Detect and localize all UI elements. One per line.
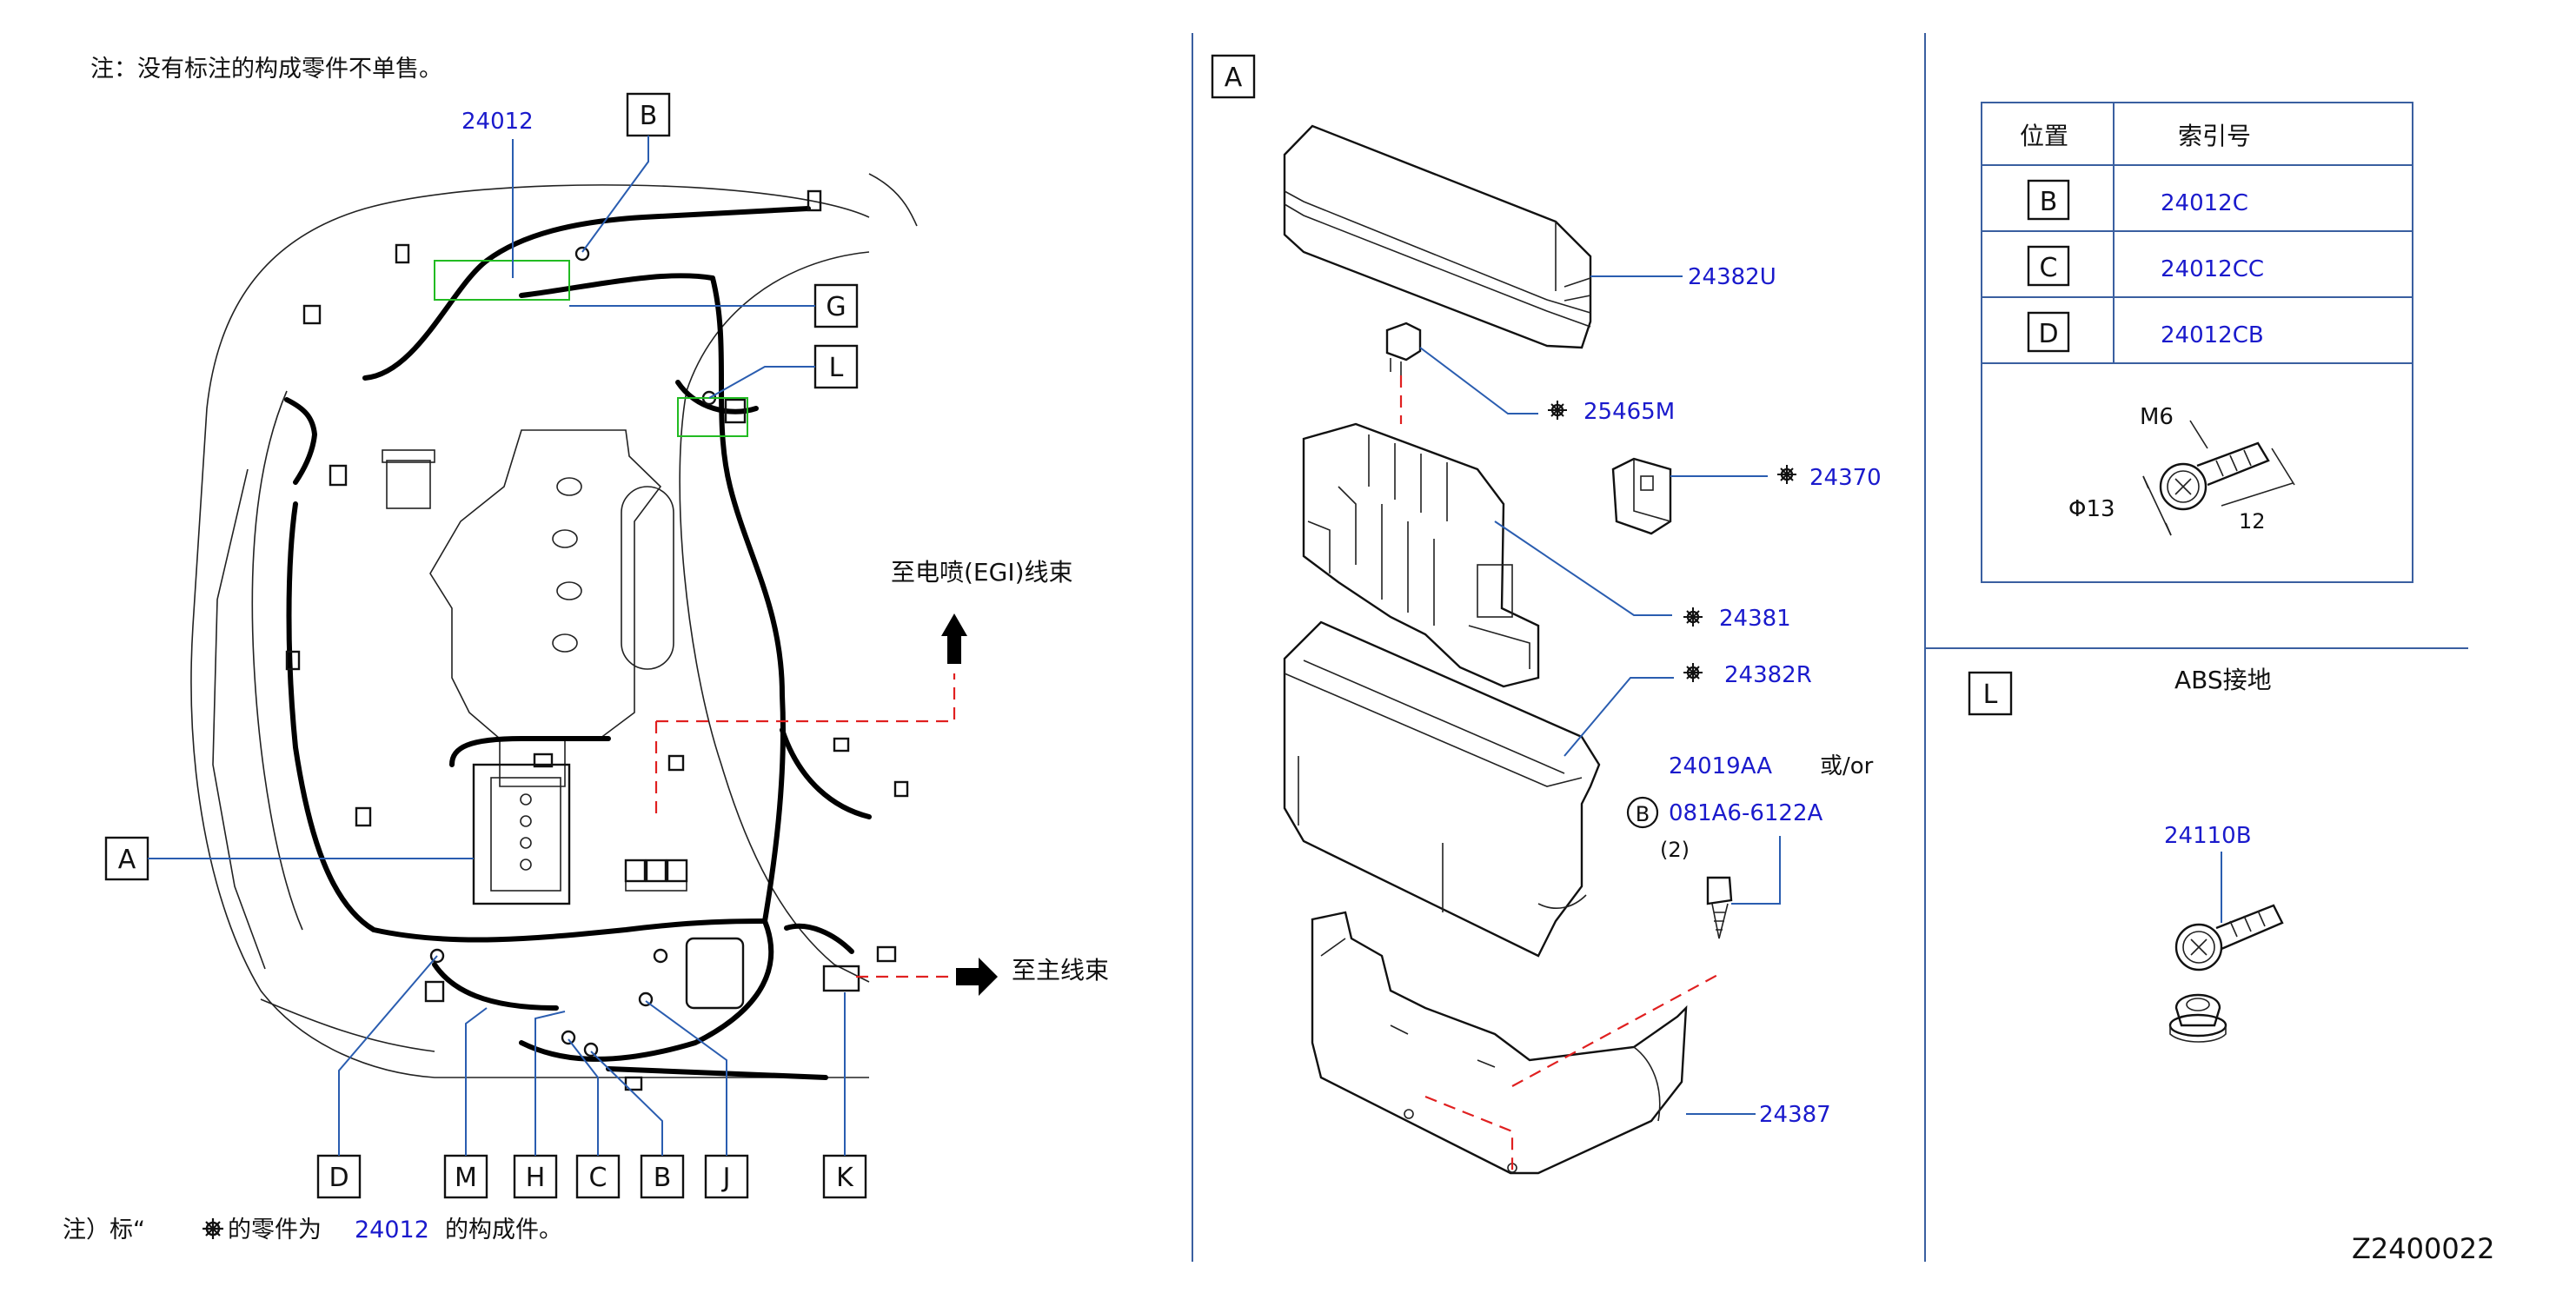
svg-text:C: C <box>589 1163 607 1193</box>
fleuron-icon <box>1683 607 1703 627</box>
svg-text:D: D <box>329 1163 349 1193</box>
svg-text:24382R: 24382R <box>1724 662 1812 688</box>
svg-text:D: D <box>2038 319 2058 349</box>
up-arrow-icon <box>941 613 967 664</box>
label-or: 或/or <box>1820 753 1874 779</box>
bolt-dimension-sketch <box>2142 420 2295 536</box>
label-case[interactable]: 24382R <box>1564 662 1812 757</box>
fleuron-icon <box>1548 401 1567 420</box>
to-main-harness-label: 至主线束 <box>1012 956 1109 985</box>
bolt-length-label: 12 <box>2239 509 2266 534</box>
svg-text:L: L <box>829 353 844 383</box>
table-row[interactable]: D 24012CB <box>2027 311 2264 353</box>
svg-text:K: K <box>836 1163 854 1193</box>
diagram-id: Z2400022 <box>2352 1232 2494 1265</box>
svg-text:25465M: 25465M <box>1583 399 1675 425</box>
svg-text:B: B <box>2040 187 2058 217</box>
label-alt-part[interactable]: 24019AA <box>1669 753 1772 779</box>
label-fuse[interactable]: 25465M <box>1419 347 1675 425</box>
svg-text:B: B <box>1636 802 1650 826</box>
label-fuse-block[interactable]: 24381 <box>1494 521 1791 632</box>
abs-ground-bolt-illustration <box>2168 904 2284 1043</box>
engine-room-illustration <box>190 173 918 1091</box>
callout-G[interactable]: G <box>569 283 859 328</box>
svg-text:A: A <box>1225 63 1243 93</box>
callout-D[interactable]: D <box>316 955 438 1199</box>
label-cover[interactable]: 24382U <box>1590 264 1776 290</box>
callout-L[interactable]: L <box>708 344 859 399</box>
fleuron-icon <box>1777 465 1796 484</box>
bolt-thread-label: M6 <box>2140 404 2174 430</box>
callout-J[interactable]: J <box>645 1000 749 1199</box>
svg-text:A: A <box>118 845 136 875</box>
svg-text:H: H <box>526 1163 546 1193</box>
callout-M[interactable]: M <box>443 1007 488 1199</box>
fleuron-icon <box>1683 663 1703 682</box>
bolt-badge-b: B <box>1626 796 1659 829</box>
abs-ground-title: ABS接地 <box>2174 666 2272 694</box>
table-header-location: 位置 <box>2020 122 2068 150</box>
callout-H[interactable]: H <box>513 1011 566 1199</box>
callout-A[interactable]: A <box>104 836 474 881</box>
svg-text:24012C: 24012C <box>2161 190 2248 216</box>
header-note: 注：没有标注的构成零件不单售。 <box>90 56 442 83</box>
svg-text:24381: 24381 <box>1719 606 1791 632</box>
svg-text:C: C <box>2040 253 2058 283</box>
callout-K[interactable]: K <box>822 992 867 1199</box>
svg-text:B: B <box>654 1163 672 1193</box>
egi-dashed-line <box>656 673 956 723</box>
label-bracket[interactable]: 24387 <box>1686 1102 1831 1128</box>
to-egi-harness-label: 至电喷(EGI)线束 <box>891 558 1073 587</box>
footer-note-prefix: 注）标“ <box>63 1217 145 1243</box>
svg-text:B: B <box>640 101 658 131</box>
svg-text:L: L <box>1983 680 1998 710</box>
footer-note: 注）标“ 的零件为 24012 的构成件。 <box>63 1217 562 1243</box>
svg-text:J: J <box>721 1163 731 1193</box>
table-header-ref: 索引号 <box>2178 122 2251 150</box>
fleuron-icon <box>202 1218 223 1239</box>
section-l-marker[interactable]: L <box>1968 671 2013 716</box>
callout-B-bottom[interactable]: B <box>590 1051 685 1199</box>
table-row[interactable]: C 24012CC <box>2027 245 2264 287</box>
bolt-diameter-label: Φ13 <box>2068 496 2115 522</box>
table-row[interactable]: B 24012C <box>2027 179 2248 221</box>
footer-note-part[interactable]: 24012 <box>355 1217 429 1243</box>
svg-text:24012CB: 24012CB <box>2161 322 2264 348</box>
label-bolt[interactable]: 081A6-6122A <box>1669 800 1823 826</box>
svg-text:24370: 24370 <box>1809 465 1882 491</box>
footer-note-middle: 的零件为 <box>228 1217 322 1243</box>
right-arrow-icon <box>956 958 998 996</box>
svg-text:24012CC: 24012CC <box>2161 256 2264 282</box>
section-a-marker[interactable]: A <box>1211 54 1256 99</box>
bolt-leader <box>1731 836 1781 905</box>
label-fusible-link[interactable]: 24370 <box>1670 465 1882 491</box>
svg-text:24387: 24387 <box>1759 1102 1831 1128</box>
svg-text:G: G <box>826 292 846 322</box>
location-table: 位置 索引号 B 24012C C 24012CC D 24012CB <box>1981 102 2413 583</box>
callout-B-top[interactable]: B <box>581 92 671 253</box>
fuse-box-illustration <box>1283 124 1733 1175</box>
callout-C[interactable]: C <box>568 1038 621 1199</box>
svg-text:24382U: 24382U <box>1688 264 1776 290</box>
harness-part-number[interactable]: 24012 <box>461 109 534 135</box>
svg-text:M: M <box>455 1163 477 1193</box>
label-bolt-qty: (2) <box>1660 838 1690 862</box>
abs-ground-part[interactable]: 24110B <box>2164 823 2252 849</box>
footer-note-suffix: 的构成件。 <box>445 1217 562 1243</box>
